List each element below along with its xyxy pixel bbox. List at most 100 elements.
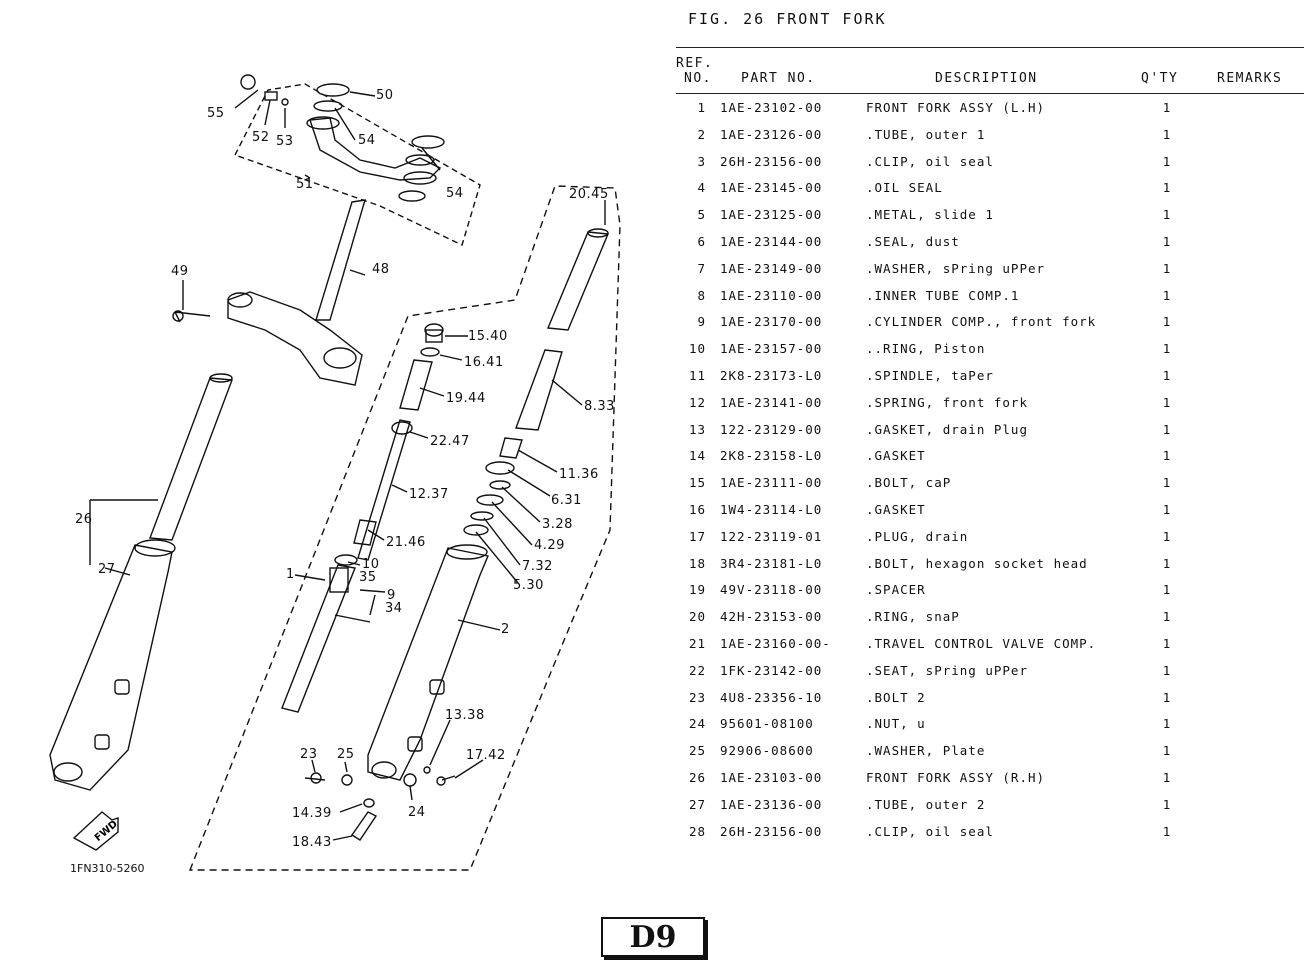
description-cell: .SPINDLE, taPer <box>866 368 994 383</box>
part-no-cell: 26H-23156-00 <box>720 823 823 839</box>
clip-part-3 <box>489 480 511 490</box>
nut-part-24 <box>403 773 417 787</box>
ref-cell: 12 <box>688 394 706 410</box>
page-badge: D9 <box>601 917 705 957</box>
callout-1: 1 <box>286 567 295 582</box>
callout-17-42: 17.42 <box>466 748 506 763</box>
callout-2: 2 <box>501 622 510 637</box>
qty-cell: 1 <box>1162 582 1172 598</box>
gasket-part-13 <box>423 766 431 774</box>
part-no-cell: 1AE-23136-00 <box>720 796 823 812</box>
header-qty: Q'TY <box>1141 71 1179 86</box>
description-cell: .NUT, u <box>866 716 926 732</box>
ref-cell: 15 <box>688 475 706 491</box>
ref-cell: 22 <box>688 662 706 678</box>
inner-tube-right-lower <box>515 349 563 431</box>
callout-26: 26 <box>75 512 93 527</box>
washer-part-50b <box>411 135 445 149</box>
callout-6-31: 6.31 <box>551 493 582 508</box>
cylinder-part-9 <box>281 564 356 713</box>
callout-22-47: 22.47 <box>430 434 470 449</box>
description-cell: FRONT FORK ASSY (R.H) <box>866 770 1046 785</box>
description-cell: .METAL, slide 1 <box>866 207 994 223</box>
part-no-cell: 26H-23156-00 <box>720 153 823 169</box>
outer-tube-right <box>367 547 489 781</box>
figure-title: FIG. 26 FRONT FORK <box>688 10 887 28</box>
ref-cell: 3 <box>697 153 706 169</box>
callout-55: 55 <box>207 106 225 121</box>
part-no-cell: 1AE-23103-00 <box>720 770 823 785</box>
description-cell: .CLIP, oil seal <box>866 823 994 839</box>
qty-cell: 1 <box>1162 207 1172 223</box>
part-no-cell: 1AE-23111-00 <box>720 475 823 491</box>
washer-part-7 <box>470 511 494 521</box>
ref-cell: 10 <box>688 341 706 357</box>
qty-cell: 1 <box>1162 314 1172 330</box>
part-no-cell: 1AE-23125-00 <box>720 207 823 223</box>
part-no-cell: 1AE-23126-00 <box>720 126 823 142</box>
valve-part-21 <box>353 519 377 546</box>
ref-cell: 9 <box>697 314 706 330</box>
qty-cell: 1 <box>1162 421 1172 437</box>
qty-cell: 1 <box>1162 341 1172 357</box>
ref-cell: 16 <box>688 502 706 517</box>
part-no-cell: 1AE-23170-00 <box>720 314 823 330</box>
qty-cell: 1 <box>1162 716 1172 732</box>
callout-54: 54 <box>358 133 376 148</box>
bolt-part-55 <box>240 74 256 90</box>
part-no-cell: 1FK-23142-00 <box>720 662 823 678</box>
oring-part-54b <box>405 154 435 166</box>
ref-cell: 6 <box>697 234 706 249</box>
fwd-arrow <box>72 811 119 851</box>
ref-cell: 23 <box>688 689 706 705</box>
washer-part-25 <box>341 774 353 786</box>
description-cell: FRONT FORK ASSY (L.H) <box>866 100 1046 115</box>
description-cell: .WASHER, Plate <box>866 743 986 759</box>
cap-bolt-part-15 <box>424 323 444 337</box>
washer-part-53 <box>281 98 289 106</box>
callout-20-45: 20.45 <box>569 187 609 202</box>
part-no-cell: 95601-08100 <box>720 716 814 732</box>
metal-part-5 <box>463 524 489 536</box>
spring-part-12 <box>357 419 411 561</box>
callout-3-28: 3.28 <box>542 517 573 532</box>
callout-9: 9 <box>387 588 396 603</box>
qty-cell: 1 <box>1162 287 1172 303</box>
part-no-cell: 1AE-23160-00- <box>720 636 831 651</box>
ref-cell: 25 <box>688 743 706 759</box>
right-fork-group-outline <box>188 185 621 871</box>
description-cell: .CLIP, oil seal <box>866 153 994 169</box>
handlebar-part-51 <box>309 117 442 181</box>
part-no-cell: 3R4-23181-L0 <box>720 555 823 571</box>
callout-15-40: 15.40 <box>468 329 508 344</box>
handlebar-group-outline <box>234 83 481 246</box>
description-cell: .SPACER <box>866 582 926 598</box>
callout-27: 27 <box>98 562 116 577</box>
qty-cell: 1 <box>1162 502 1172 517</box>
ref-cell: 18 <box>688 555 706 571</box>
ref-cell: 14 <box>688 448 706 464</box>
inner-tube-left <box>149 377 233 541</box>
ref-cell: 28 <box>688 823 706 839</box>
description-cell: .WASHER, sPring uPPer <box>866 260 1046 276</box>
callout-4-29: 4.29 <box>534 538 565 553</box>
description-cell: .GASKET, drain Plug <box>866 421 1028 437</box>
callout-53: 53 <box>276 134 294 149</box>
callout-12-37: 12.37 <box>409 487 449 502</box>
callout-50: 50 <box>376 88 394 103</box>
ref-cell: 19 <box>688 582 706 598</box>
callout-18-43: 18.43 <box>292 835 332 850</box>
